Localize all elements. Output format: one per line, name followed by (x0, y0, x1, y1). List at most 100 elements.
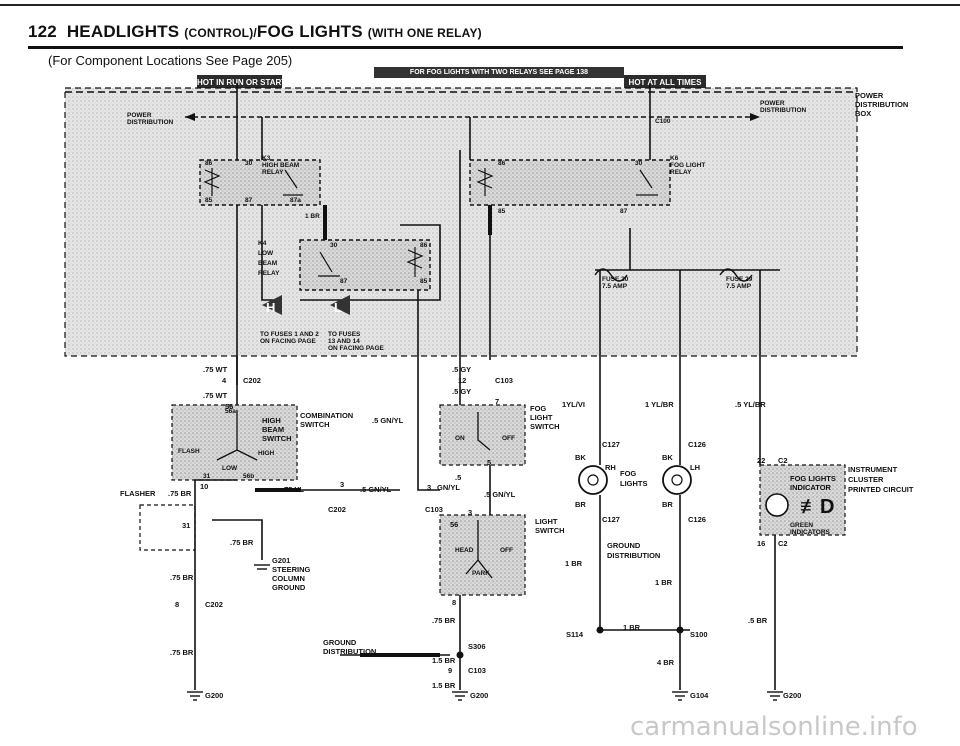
fog-note-bar: FOR FOG LIGHTS WITH TWO RELAYS SEE PAGE … (374, 67, 624, 78)
g200-c: G200 (783, 691, 801, 700)
wire-75br-e: .75 BR (432, 616, 456, 625)
light-switch (439, 514, 526, 596)
k4-label-1: K4 (258, 240, 267, 247)
c127-b: C127 (602, 515, 620, 524)
pin-31: 31 (203, 473, 211, 480)
wire-75br-a: .75 BR (168, 489, 192, 498)
k6-label-2: FOG LIGHT (670, 162, 705, 169)
pd-right-2: DISTRIBUTION (760, 107, 807, 114)
wire-1br-a: 1 BR (565, 559, 583, 568)
c100-label: C100 (655, 118, 671, 125)
splice-s114 (596, 626, 604, 634)
rh-label: RH (605, 463, 616, 472)
c103-a: C103 (495, 376, 513, 385)
c2-a: C2 (778, 456, 788, 465)
wire-1ylvi: 1YL/VI (562, 400, 585, 409)
wire-5gy-b: .5 GY (452, 387, 471, 396)
page-title: 122 HEADLIGHTS (CONTROL)/FOG LIGHTS (WIT… (28, 22, 482, 42)
c103-a-num: 12 (458, 376, 466, 385)
park-label: PARK (472, 570, 490, 577)
pin-87aa: 87a (290, 197, 301, 204)
indicator-lamp-icon (765, 493, 789, 517)
comb-switch-1: COMBINATION (300, 411, 353, 420)
fuse29-amp: 7.5 AMP (726, 283, 752, 290)
pin-85b: 85 (420, 278, 428, 285)
pd-right-1: POWER (760, 100, 785, 107)
k4-switch-icon (318, 251, 340, 277)
page-subtitle: (For Component Locations See Page 205) (48, 53, 293, 68)
light-switch-1: LIGHT (535, 517, 558, 526)
lh-label: LH (690, 463, 700, 472)
pin-86b: 86 (420, 242, 428, 249)
k3-label-1: K3 (262, 155, 271, 162)
hb-switch-1: HIGH (262, 416, 281, 425)
gd-2: DISTRIBUTION (323, 647, 376, 656)
off-label: OFF (502, 435, 515, 442)
ipc-2: CLUSTER (848, 475, 884, 484)
k4-label-2: LOW (258, 250, 274, 257)
on-label: ON (455, 435, 465, 442)
fog-symbol-icon: ≢D (800, 496, 834, 518)
ipc-3: PRINTED CIRCUIT (848, 485, 914, 494)
pin-30b: 30 (330, 242, 338, 249)
pin-56b: 56b (243, 473, 254, 480)
to-fuses-4: 13 AND 14 (328, 338, 360, 345)
br-b: BR (662, 500, 673, 509)
fuse-30-icon (594, 268, 628, 282)
wire-15br-b: 1.5 BR (432, 681, 456, 690)
pin-86c: 86 (498, 160, 506, 167)
arrow-left-power (185, 113, 195, 121)
pd-left-2: DISTRIBUTION (127, 119, 174, 126)
c126-a: C126 (688, 440, 706, 449)
pin-56a: 56a (225, 408, 236, 415)
c103-c: C103 (468, 666, 486, 675)
fog-switch-icon (477, 412, 491, 451)
wire-75br-b: .75 BR (230, 538, 254, 547)
k3-high-beam-relay (199, 159, 321, 206)
wire-75wt-2: .75 WT (203, 391, 228, 400)
low-label: LOW (222, 465, 238, 472)
fuse-29-icon (719, 268, 753, 282)
bk-a: BK (575, 453, 586, 462)
fuse30-amp: 7.5 AMP (602, 283, 628, 290)
green-label: GREEN (790, 522, 813, 529)
k6-fog-light-relay (469, 159, 671, 206)
c2-num-b: 16 (757, 539, 765, 548)
wire-5gnyl-c: GN/YL (437, 483, 460, 492)
c103-b: C103 (425, 505, 443, 514)
pin-5: 5 (487, 458, 491, 467)
wire-1ylbr: 1 YL/BR (645, 400, 674, 409)
light-switch-2: SWITCH (535, 526, 565, 535)
pin-7: 7 (495, 397, 499, 406)
pin-85a: 85 (205, 197, 213, 204)
pin-56c: 56 (450, 520, 458, 529)
title-one-relay: (WITH ONE RELAY) (367, 26, 482, 40)
br-a: BR (575, 500, 586, 509)
pin-86a: 86 (205, 160, 213, 167)
c202-a-num: 4 (222, 376, 227, 385)
power-distribution-box (64, 87, 858, 357)
fog-switch-2: LIGHT (530, 413, 553, 422)
to-fuses-1: TO FUSES 1 AND 2 (260, 331, 319, 338)
k6-label-3: RELAY (670, 169, 692, 176)
k6-coil-icon (476, 168, 494, 196)
c202-b: C202 (328, 505, 346, 514)
page-number: 122 (28, 22, 57, 41)
pin-30a: 30 (245, 160, 253, 167)
k6-switch-icon (636, 169, 658, 196)
c103-c-num: 9 (448, 666, 452, 675)
arrow-right-power (750, 113, 760, 121)
l-connector-icon (330, 295, 350, 315)
combination-switch (171, 404, 298, 481)
g200-a: G200 (205, 691, 223, 700)
k4-label-4: RELAY (258, 270, 280, 277)
g201-3: COLUMN (272, 574, 305, 583)
wire-15br-a: 1.5 BR (432, 656, 456, 665)
top-rule (0, 4, 960, 6)
k3-coil-icon (203, 168, 221, 196)
pdbox-1: POWER (855, 91, 884, 100)
h-connector-icon (262, 295, 282, 315)
green-indicators-label: INDICATORS (790, 529, 831, 536)
wire-1br-b: 1 BR (655, 578, 673, 587)
